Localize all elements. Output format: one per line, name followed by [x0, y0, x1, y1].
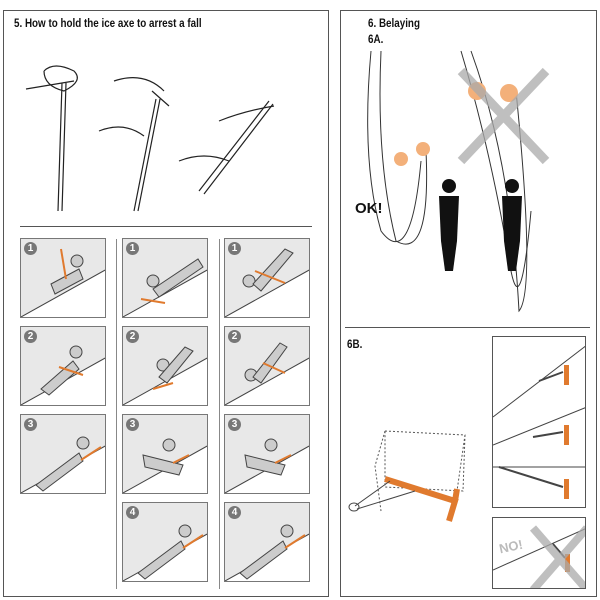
arrest-step-panel: 2 — [122, 326, 208, 406]
step-number: 2 — [126, 330, 139, 343]
anchor-wrong-panel — [492, 517, 586, 589]
section-6-divider — [345, 327, 590, 328]
section-5-divider — [20, 226, 312, 227]
step-number: 3 — [24, 418, 37, 431]
step-number: 4 — [228, 506, 241, 519]
arrest-step-panel: 3 — [224, 414, 310, 494]
arrest-step-panel: 1 — [122, 238, 208, 318]
ok-label: OK! — [355, 200, 383, 217]
arrest-step-panel: 2 — [224, 326, 310, 406]
arrest-step-panel: 1 — [224, 238, 310, 318]
arrest-step-panel: 3 — [20, 414, 106, 494]
column-divider-1 — [116, 239, 117, 589]
step-number: 1 — [228, 242, 241, 255]
arrest-step-panel: 1 — [20, 238, 106, 318]
column-divider-2 — [219, 239, 220, 589]
step-number: 1 — [126, 242, 139, 255]
cross-icon — [457, 67, 550, 165]
snow-anchor-illustration — [348, 430, 466, 522]
section-6b-label: 6B. — [347, 337, 363, 351]
section-6-title: 6. Belaying — [368, 16, 420, 30]
arrest-step-panel: 4 — [224, 502, 310, 582]
step-number: 2 — [24, 330, 37, 343]
step-number: 4 — [126, 506, 139, 519]
arrest-step-panel: 2 — [20, 326, 106, 406]
section-5-title: 5. How to hold the ice axe to arrest a f… — [14, 16, 202, 30]
step-number: 1 — [24, 242, 37, 255]
step-number: 3 — [126, 418, 139, 431]
section-6a-label: 6A. — [368, 32, 384, 46]
arrest-step-panel: 3 — [122, 414, 208, 494]
ice-axe-grip-illustrations — [25, 65, 275, 212]
anchor-angle-panel — [492, 336, 586, 508]
step-number: 2 — [228, 330, 241, 343]
step-number: 3 — [228, 418, 241, 431]
belay-anchor-illustration — [367, 50, 550, 313]
section-6-belaying: 6. Belaying 6A. OK! 6B. NO! — [340, 10, 597, 597]
arrest-step-panel: 4 — [122, 502, 208, 582]
